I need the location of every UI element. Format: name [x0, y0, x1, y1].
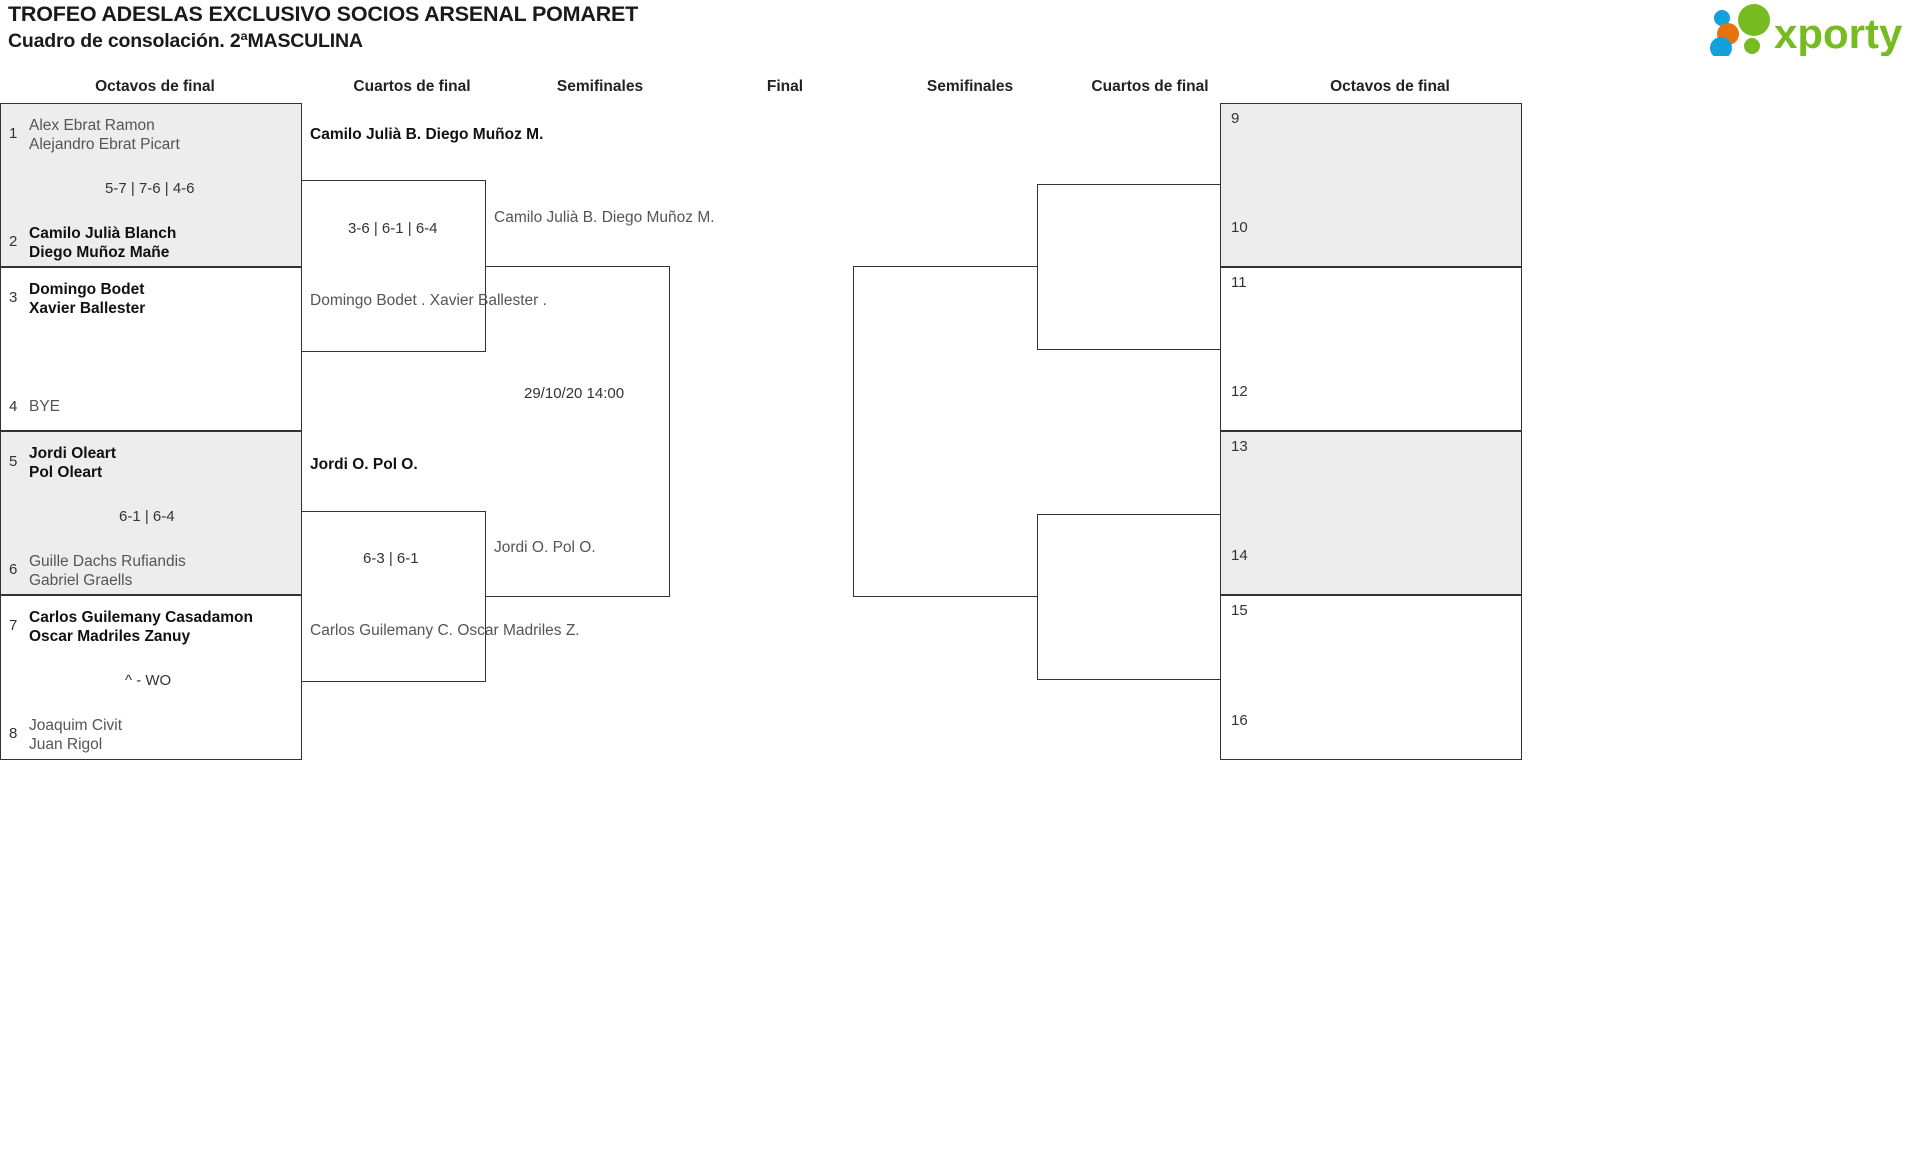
player-name-1: Carlos Guilemany C. — [310, 622, 453, 639]
page-header: TROFEO ADESLAS EXCLUSIVO SOCIOS ARSENAL … — [0, 0, 1920, 70]
player-name-2: Gabriel Graells — [29, 571, 133, 589]
slot-number: 14 — [1231, 547, 1248, 564]
player-name-2: Pol Oleart — [29, 463, 103, 481]
logo-dot-green-small — [1744, 38, 1760, 54]
round16-match-3[interactable]: 5 Jordi Oleart Pol Oleart 6-1 | 6-4 6 Gu… — [0, 431, 302, 595]
semifinal-left-team-top[interactable]: Camilo Julià B. Diego Muñoz M. — [494, 209, 715, 228]
round-header-semifinales-right: Semifinales — [926, 78, 1014, 95]
seed-number: 7 — [9, 617, 18, 634]
player-name-2: Diego Muñoz M. — [601, 209, 715, 226]
seed-number: 6 — [9, 561, 18, 578]
seed-number: 8 — [9, 725, 18, 742]
player-name-2: Juan Rigol — [29, 735, 103, 753]
player-names: Guille Dachs Rufiandis Gabriel Graells — [29, 553, 186, 591]
seed-number: 4 — [9, 398, 18, 415]
semifinal-left-date: 29/10/20 14:00 — [524, 385, 625, 402]
xporty-logo-svg: xporty — [1710, 4, 1903, 56]
slot-number: 15 — [1231, 602, 1248, 619]
round16-right-match-3[interactable]: 13 14 — [1220, 431, 1522, 595]
player-name-2: Pol O. — [552, 539, 596, 556]
slot-number: 9 — [1231, 110, 1240, 127]
round16-match-1[interactable]: 1 Alex Ebrat Ramon Alejandro Ebrat Picar… — [0, 103, 302, 267]
player-name-2: Oscar Madriles Z. — [457, 622, 580, 639]
slot-number: 12 — [1231, 383, 1248, 400]
seed-number: 1 — [9, 125, 18, 142]
logo-dot-blue-small — [1714, 10, 1730, 26]
quarterfinal-2-score: 6-3 | 6-1 — [363, 550, 419, 567]
player-names: Jordi Oleart Pol Oleart — [29, 445, 116, 483]
player-names: Carlos Guilemany Casadamon Oscar Madrile… — [29, 609, 253, 647]
player-name-1: Camilo Julià Blanch — [29, 225, 177, 242]
player-name-1: Domingo Bodet . — [310, 292, 426, 309]
round16-match-2[interactable]: 3 Domingo Bodet Xavier Ballester 4 BYE — [0, 267, 302, 431]
slot-number: 11 — [1231, 274, 1247, 291]
player-names: Domingo Bodet Xavier Ballester — [29, 281, 145, 319]
player-name-1: Camilo Julià B. — [494, 209, 598, 226]
player-name-1: Jordi O. — [310, 456, 369, 473]
player-name-2: Xavier Ballester . — [429, 292, 547, 309]
round-header-octavos-right: Octavos de final — [1330, 78, 1450, 95]
player-name-1: Guille Dachs Rufiandis — [29, 553, 186, 570]
slot-number: 16 — [1231, 712, 1248, 729]
match-score: 6-1 | 6-4 — [119, 508, 175, 525]
logo-dot-green-large — [1738, 4, 1770, 36]
round-header-final: Final — [766, 78, 804, 95]
player-name-2: Oscar Madriles Zanuy — [29, 627, 191, 645]
round-header-cuartos-left: Cuartos de final — [353, 78, 471, 95]
quarterfinal-connector-1 — [302, 180, 486, 352]
quarterfinal-2-team-top[interactable]: Jordi O. Pol O. — [310, 456, 418, 475]
round-header-semifinales-left: Semifinales — [556, 78, 644, 95]
seed-number: 5 — [9, 453, 18, 470]
seed-number: 3 — [9, 289, 18, 306]
quarterfinal-1-score: 3-6 | 6-1 | 6-4 — [348, 220, 438, 237]
player-name-1: Joaquim Civit — [29, 717, 123, 734]
player-name-1: Jordi Oleart — [29, 445, 116, 462]
slot-number: 13 — [1231, 438, 1248, 455]
player-name-1: Carlos Guilemany Casadamon — [29, 609, 253, 626]
semifinal-connector-left — [486, 266, 670, 597]
match-score: ^ - WO — [125, 672, 172, 689]
xporty-logo[interactable]: xporty — [1708, 4, 1908, 56]
bracket-subtitle: Cuadro de consolación. 2ªMASCULINA — [8, 30, 363, 52]
quarterfinal-connector-2 — [302, 511, 486, 682]
slot-number: 10 — [1231, 219, 1248, 236]
player-name-2: Pol O. — [372, 456, 418, 473]
player-name-2: Diego Muñoz Mañe — [29, 243, 170, 261]
seed-number: 2 — [9, 233, 18, 250]
player-names: BYE — [29, 398, 60, 417]
logo-dot-blue-large — [1710, 37, 1732, 56]
player-name-2: Diego Muñoz M. — [425, 126, 544, 143]
player-name-1: Camilo Julià B. — [310, 126, 422, 143]
player-name-2: Alejandro Ebrat Picart — [29, 135, 180, 153]
player-names: Alex Ebrat Ramon Alejandro Ebrat Picart — [29, 117, 180, 155]
player-names: Joaquim Civit Juan Rigol — [29, 717, 122, 755]
player-name-1: Jordi O. — [494, 539, 549, 556]
round16-right-match-2[interactable]: 11 12 — [1220, 267, 1522, 431]
quarterfinal-1-team-top[interactable]: Camilo Julià B. Diego Muñoz M. — [310, 126, 543, 145]
quarterfinal-1-team-bottom[interactable]: Domingo Bodet . Xavier Ballester . — [310, 292, 547, 311]
round16-right-match-1[interactable]: 9 10 — [1220, 103, 1522, 267]
quarterfinal-connector-right-1 — [1037, 184, 1221, 350]
player-names: Camilo Julià Blanch Diego Muñoz Mañe — [29, 225, 176, 263]
tournament-title: TROFEO ADESLAS EXCLUSIVO SOCIOS ARSENAL … — [8, 2, 639, 26]
round-header-cuartos-right: Cuartos de final — [1091, 78, 1209, 95]
logo-wordmark: xporty — [1774, 10, 1903, 56]
semifinal-connector-right — [853, 266, 1037, 597]
player-name-1: Domingo Bodet — [29, 281, 145, 298]
round16-match-4[interactable]: 7 Carlos Guilemany Casadamon Oscar Madri… — [0, 595, 302, 760]
round-header-octavos-left: Octavos de final — [95, 78, 215, 95]
semifinal-left-team-bottom[interactable]: Jordi O. Pol O. — [494, 539, 596, 558]
quarterfinal-2-team-bottom[interactable]: Carlos Guilemany C. Oscar Madriles Z. — [310, 622, 580, 641]
player-name-1: BYE — [29, 398, 61, 415]
match-score: 5-7 | 7-6 | 4-6 — [105, 180, 195, 197]
round16-right-match-4[interactable]: 15 16 — [1220, 595, 1522, 760]
player-name-1: Alex Ebrat Ramon — [29, 117, 155, 134]
player-name-2: Xavier Ballester — [29, 299, 146, 317]
quarterfinal-connector-right-2 — [1037, 514, 1221, 680]
